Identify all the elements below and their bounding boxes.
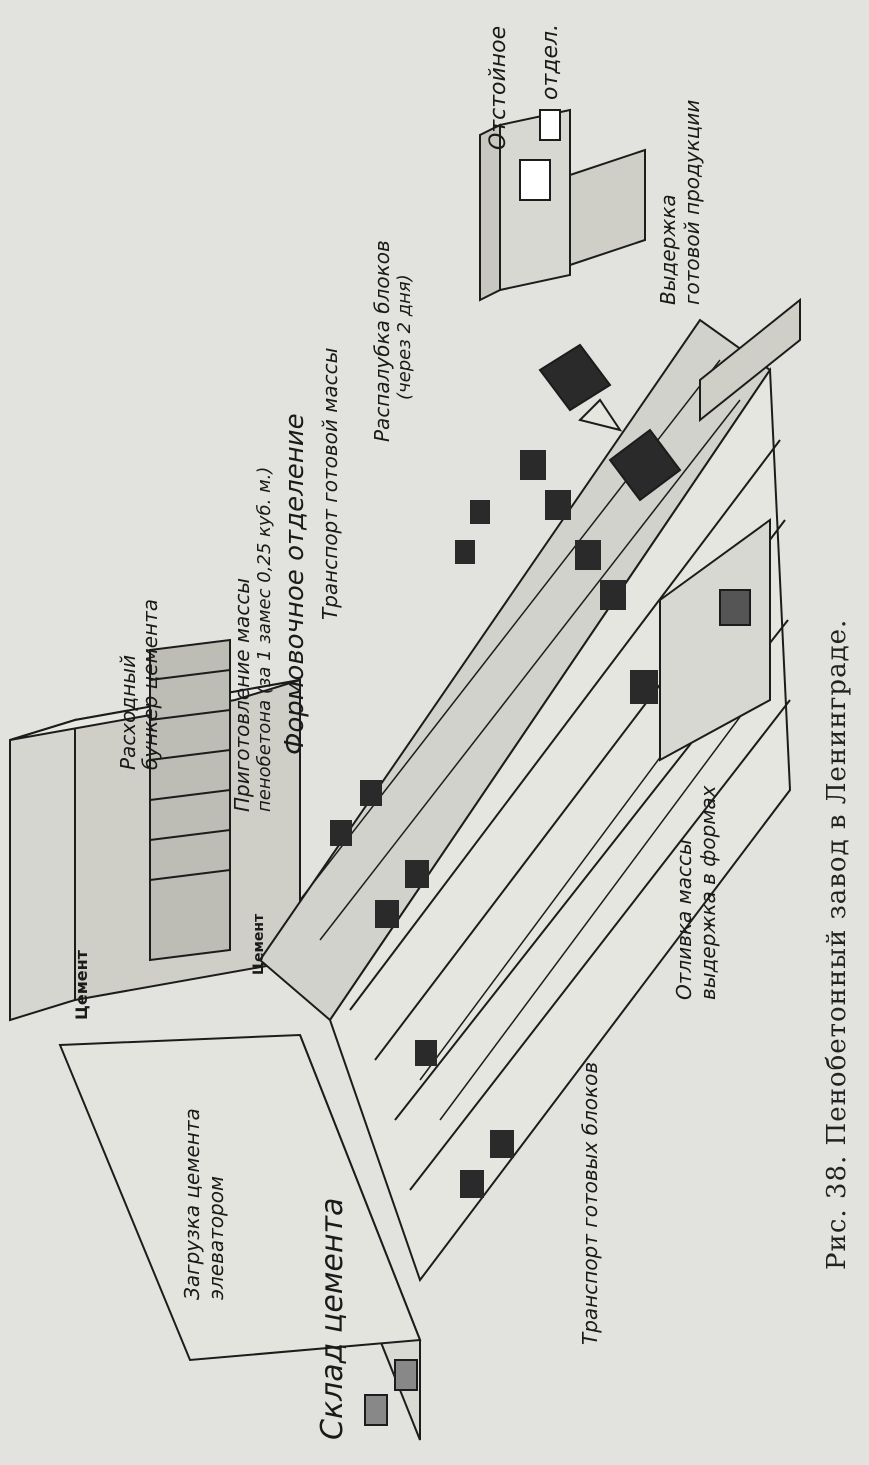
cement-tower — [9, 718, 76, 1022]
label-cement-sign-2: Цемент — [251, 913, 267, 975]
label-stripping-1: Распалубка блоков — [370, 240, 394, 442]
figure-caption: Рис. 38. Пенобетонный завод в Ленинграде… — [822, 618, 852, 1270]
label-preparation-1: Приготовление массы — [230, 577, 254, 812]
label-cement-loading-1: Загрузка цемента — [180, 1108, 204, 1300]
label-mass-transport: Транспорт готовой массы — [318, 347, 342, 620]
label-stripping-2: (через 2 дня) — [394, 274, 415, 400]
label-cement-sign-1: Цемент — [72, 950, 91, 1020]
label-product-curing-1: Выдержка — [656, 194, 680, 305]
label-settling-1: Отстойное — [486, 25, 511, 150]
label-preparation-2: пенобетона (за 1 замес 0,25 куб. м.) — [254, 466, 275, 812]
label-cement-loading-2: элеватором — [204, 1175, 228, 1300]
label-cement-warehouse: Склад цемента — [315, 1197, 350, 1440]
label-bunker-1: Расходный — [116, 654, 140, 770]
label-casting-2: выдержка в формах — [696, 785, 720, 1000]
label-bunker-2: бункер цемента — [138, 599, 162, 770]
label-molding-department: Формовочное отделение — [280, 413, 310, 755]
finished-product-stack-1 — [569, 148, 646, 267]
label-settling-2: отдел. — [538, 23, 563, 100]
cement-bunker — [149, 638, 231, 962]
label-casting-1: Отливка массы — [672, 839, 696, 1000]
label-product-curing-2: готовой продукции — [680, 99, 704, 305]
label-block-transport: Транспорт готовых блоков — [578, 1061, 602, 1345]
finished-product-stack-2 — [699, 297, 801, 423]
